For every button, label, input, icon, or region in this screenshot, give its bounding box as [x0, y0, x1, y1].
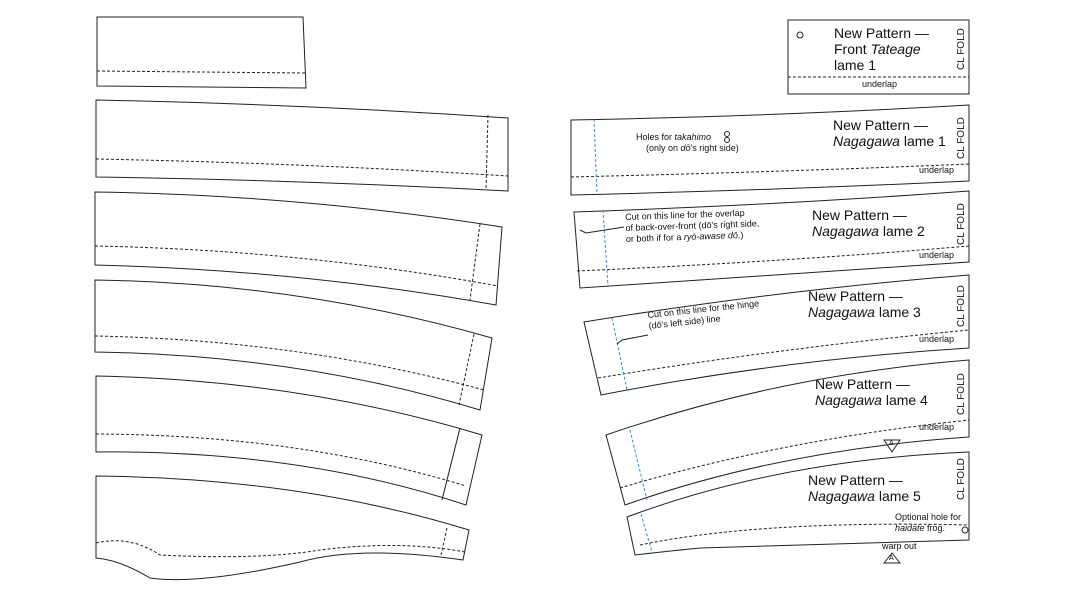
note-text: frog. [924, 522, 946, 533]
title-line: New Pattern — [808, 472, 903, 488]
title-line: Front Tateage [834, 41, 929, 57]
note-line: (only on dō's right side) [636, 143, 739, 154]
note-text: Holes for [636, 132, 675, 142]
note-italic: dō [680, 142, 691, 153]
takahimo-note: Holes for takahimo (only on dō's right s… [636, 132, 739, 154]
title-italic: Nagagawa [808, 488, 875, 505]
title-line: Nagagawa lame 3 [808, 304, 921, 320]
left-piece-1 [96, 16, 307, 89]
lame-1-piece [570, 104, 970, 196]
title-line: Nagagawa lame 4 [815, 392, 928, 408]
marker-a-icon [882, 552, 902, 564]
left-piece-2 [95, 99, 509, 192]
title-line: New Pattern — [812, 207, 907, 223]
note-italic: ryō-awase dō [683, 229, 739, 242]
title-italic: Tateage [870, 41, 921, 58]
title-line: New Pattern — [833, 117, 928, 133]
note-line: haidate frog. [895, 523, 961, 534]
title-italic: Nagagawa [808, 304, 875, 321]
takahimo-hole-icon [724, 131, 730, 137]
cl-fold-label: CL FOLD [956, 373, 967, 415]
lame-2-title: New Pattern — Nagagawa lame 2 [812, 207, 925, 239]
lame-5-piece [626, 451, 970, 564]
left-piece-6 [95, 475, 470, 581]
front-tateage-title: New Pattern — Front Tateage lame 1 [834, 25, 929, 73]
marker-a-label: A [889, 440, 894, 447]
lame-3-title: New Pattern — Nagagawa lame 3 [808, 288, 921, 320]
title-italic: Nagagawa [812, 223, 879, 240]
title-line: Nagagawa lame 2 [812, 223, 925, 239]
marker-a-icon [883, 439, 901, 453]
takahimo-hole-icon [724, 137, 730, 143]
underlap-label: underlap [919, 165, 955, 175]
note-text: (only on [646, 142, 681, 153]
marker-a-label: A [889, 555, 894, 562]
lame-3-piece [583, 274, 970, 396]
note-text: or both if for a [625, 231, 685, 244]
haidate-hole-icon [961, 526, 969, 534]
underlap-label: underlap [919, 422, 955, 432]
title-suffix: lame 3 [874, 304, 921, 321]
lame-5-title: New Pattern — Nagagawa lame 5 [808, 472, 921, 504]
title-suffix: lame 1 [899, 133, 946, 150]
lame-1-title: New Pattern — Nagagawa lame 1 [833, 117, 946, 149]
cl-fold-label: CL FOLD [956, 203, 967, 245]
cl-fold-label: CL FOLD [956, 117, 967, 159]
title-prefix: Front [834, 41, 871, 58]
title-line: New Pattern — [808, 288, 903, 304]
note-line: Holes for takahimo [636, 132, 739, 143]
cl-fold-label: CL FOLD [956, 285, 967, 327]
underlap-label: underlap [862, 79, 898, 89]
note-italic: takahimo [674, 132, 712, 142]
title-line: lame 1 [834, 57, 877, 74]
overlap-cut-note: Cut on this line for the overlap of back… [625, 207, 760, 244]
left-piece-4 [94, 279, 493, 411]
title-italic: Nagagawa [833, 133, 900, 150]
underlap-label: underlap [919, 250, 955, 260]
lame-4-piece [605, 359, 970, 506]
hole-marker-icon [796, 31, 804, 39]
title-line: New Pattern — [834, 25, 929, 41]
title-suffix: lame 4 [881, 392, 928, 409]
left-piece-5 [95, 375, 483, 506]
lame-4-title: New Pattern — Nagagawa lame 4 [815, 376, 928, 408]
title-line: Nagagawa lame 1 [833, 133, 946, 149]
title-suffix: lame 2 [878, 223, 925, 240]
note-text: .) [737, 229, 744, 240]
note-line: Optional hole for [895, 512, 962, 522]
title-suffix: lame 5 [874, 488, 921, 505]
underlap-label: underlap [919, 334, 955, 344]
lame-2-piece [573, 190, 970, 289]
haidate-note: Optional hole for haidate frog. [895, 512, 961, 534]
cl-fold-label: CL FOLD [956, 28, 967, 70]
note-text: 's right side) [690, 142, 739, 153]
cl-fold-label: CL FOLD [956, 458, 967, 500]
title-italic: Nagagawa [815, 392, 882, 409]
front-tateage-piece [787, 19, 970, 95]
note-italic: haidate [895, 522, 925, 533]
title-line: New Pattern — [815, 376, 910, 392]
title-line: Nagagawa lame 5 [808, 488, 921, 504]
left-piece-3 [94, 191, 503, 306]
warp-out-label: warp out [882, 541, 917, 551]
